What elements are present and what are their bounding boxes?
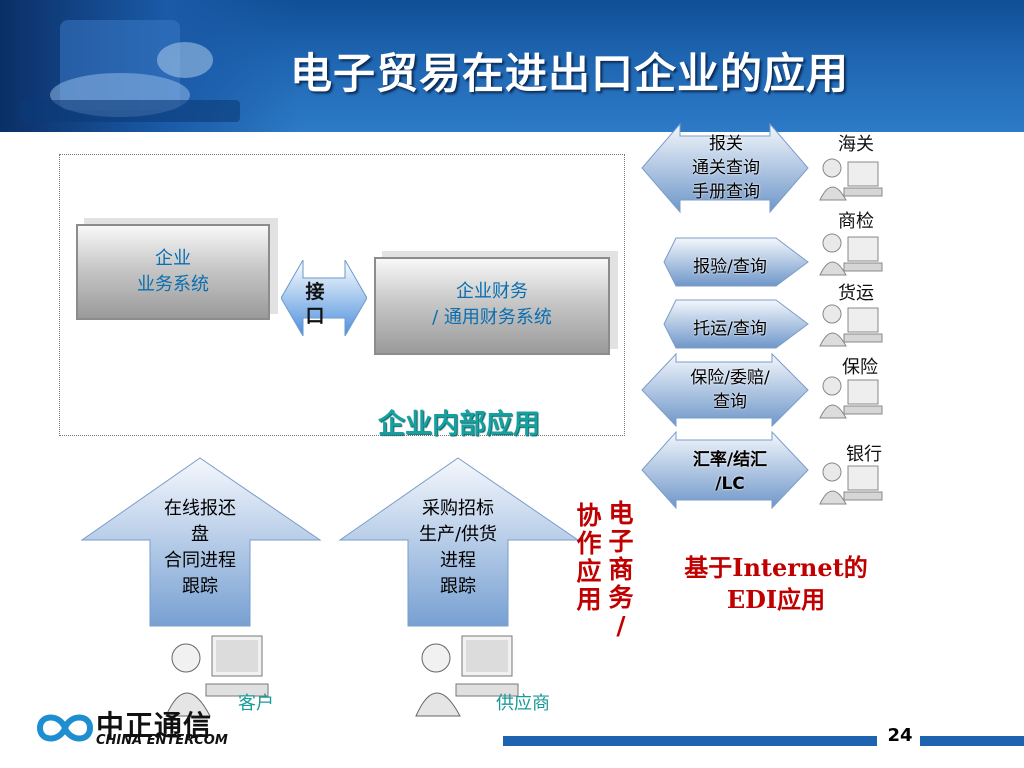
- customer-line3: 合同进程: [164, 550, 236, 571]
- org-label-bank: 银行: [846, 444, 882, 465]
- footer-bar-left: [503, 736, 877, 746]
- internal-application-frame: [59, 154, 625, 436]
- ec-char: 应: [576, 557, 602, 586]
- customer-up-arrow: [80, 457, 322, 627]
- edi-text-freight: 托运/查询: [693, 319, 767, 339]
- org-label-inspection: 商检: [838, 211, 874, 232]
- ec-char: 商: [608, 555, 634, 584]
- supplier-label: 供应商: [496, 693, 550, 714]
- interface-label-line1: 接: [305, 281, 325, 303]
- ec-char: 电: [608, 499, 634, 528]
- edi-insurance-line2: 查询: [713, 392, 747, 412]
- edi-customs-line2: 通关查询: [692, 158, 760, 178]
- user-computer-icon: [819, 304, 883, 347]
- company-logo-en: CHINA ENTERCOM: [96, 733, 228, 748]
- edi-arrow-insurance: [641, 352, 809, 428]
- edi-text-inspection: 报验/查询: [693, 257, 767, 277]
- page-number: 24: [887, 725, 913, 746]
- slide-header: 电子贸易在进出口企业的应用: [0, 0, 1024, 132]
- interface-label-line2: 口: [305, 305, 325, 327]
- edi-arrow-bank: [641, 430, 809, 510]
- user-computer-icon: [819, 462, 883, 505]
- interface-double-arrow: [281, 260, 367, 336]
- customer-line4: 跟踪: [182, 576, 218, 597]
- ec-char: 作: [576, 529, 602, 558]
- org-label-freight: 货运: [838, 283, 874, 304]
- ec-col-ecommerce: 电 子 商 务 /: [606, 500, 636, 640]
- edi-arrow-customs: [641, 122, 809, 214]
- internal-application-label: 企业内部应用: [378, 409, 540, 440]
- customer-label: 客户: [238, 693, 274, 714]
- enterprise-box-line2: 业务系统: [137, 274, 209, 295]
- ec-char: 务: [608, 583, 634, 612]
- ec-char: 协: [576, 501, 602, 530]
- edi-bank-line2: /LC: [715, 474, 745, 494]
- edi-bank-line1: 汇率/结汇: [692, 450, 768, 470]
- edi-customs-line1: 报关: [709, 134, 743, 154]
- ec-char: 子: [608, 527, 634, 556]
- edi-insurance-line1: 保险/委赔/: [690, 368, 770, 388]
- header-photo: [0, 0, 300, 132]
- user-computer-icon: [819, 233, 883, 276]
- finance-box-line1: 企业财务: [456, 281, 528, 302]
- customer-computer-icon: [165, 635, 269, 717]
- edi-text-bank: 汇率/结汇 /LC: [670, 448, 790, 496]
- enterprise-business-system-box: 企业 业务系统: [76, 224, 270, 320]
- internet-edi-line2: EDI应用: [726, 585, 826, 614]
- company-logo-cn: 中正通信: [96, 709, 213, 742]
- enterprise-box-line1: 企业: [155, 248, 191, 269]
- edi-arrow-inspection: [663, 237, 809, 287]
- typing-hands-image: [20, 20, 240, 122]
- customer-line1: 在线报还: [164, 498, 236, 519]
- finance-box-line2: / 通用财务系统: [432, 307, 552, 328]
- supplier-line1: 采购招标: [422, 498, 494, 519]
- supplier-computer-icon: [415, 635, 519, 717]
- edi-text-customs: 报关 通关查询 手册查询: [680, 132, 772, 204]
- ec-char: 用: [576, 585, 602, 614]
- supplier-up-arrow: [338, 457, 580, 627]
- enterprise-finance-system-box: 企业财务 / 通用财务系统: [374, 257, 610, 355]
- edi-customs-line3: 手册查询: [692, 182, 760, 202]
- ec-col-collab: 协 作 应 用: [574, 502, 604, 614]
- customer-line2: 盘: [191, 524, 209, 545]
- interface-label: 接 口: [300, 280, 330, 328]
- user-computer-icon: [819, 158, 883, 201]
- supplier-arrow-text: 采购招标 生产/供货 进程 跟踪: [398, 496, 518, 600]
- customer-arrow-text: 在线报还 盘 合同进程 跟踪: [140, 496, 260, 600]
- supplier-line4: 跟踪: [440, 576, 476, 597]
- ec-char: /: [616, 611, 626, 640]
- page-title: 电子贸易在进出口企业的应用: [290, 49, 850, 98]
- edi-text-insurance: 保险/委赔/ 查询: [670, 366, 790, 414]
- internet-edi-line1: 基于Internet的: [684, 553, 868, 582]
- internet-edi-label: 基于Internet的 EDI应用: [676, 552, 876, 616]
- org-label-customs: 海关: [838, 134, 874, 155]
- edi-arrow-freight: [663, 299, 809, 349]
- company-logo-icon: [36, 714, 94, 742]
- footer-bar-right: [920, 736, 1024, 746]
- org-label-insurance: 保险: [842, 357, 878, 378]
- supplier-line2: 生产/供货: [418, 524, 498, 545]
- supplier-line3: 进程: [440, 550, 476, 571]
- user-computer-icon: [819, 376, 883, 419]
